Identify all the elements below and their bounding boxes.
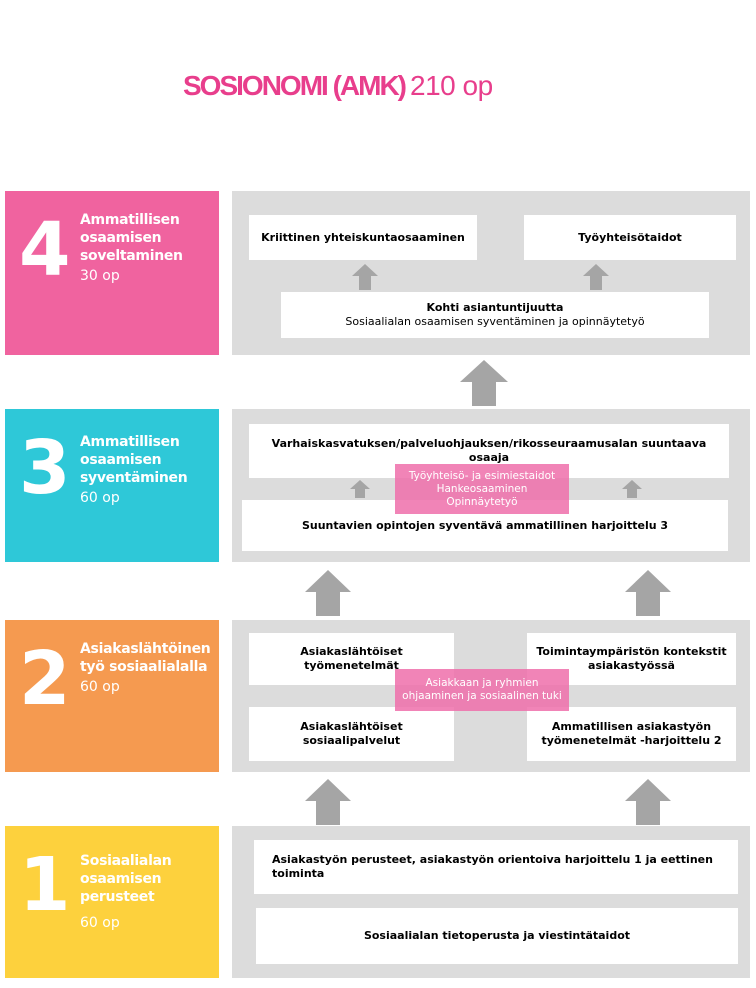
arrow-up-icon xyxy=(305,779,351,825)
level-4-card-critical: Kriittinen yhteiskuntaosaaminen xyxy=(249,215,477,260)
level-4-box: 4 Ammatillisen osaamisen soveltaminen 30… xyxy=(5,191,219,355)
level-1-card-basics: Asiakastyön perusteet, asiakastyön orien… xyxy=(254,840,738,894)
level-2-box: 2 Asiakaslähtöinen työ sosiaalialalla 60… xyxy=(5,620,219,772)
level-3-panel: Varhaiskasvatuksen/palveluohjauksen/riko… xyxy=(232,409,750,562)
level-4-title: Ammatillisen osaamisen soveltaminen xyxy=(80,212,183,264)
arrow-up-icon xyxy=(625,779,671,825)
level-2-panel: Asiakaslähtöiset työmenetelmät Toimintay… xyxy=(232,620,750,772)
level-3-credits: 60 op xyxy=(80,490,120,506)
level-4-card-workplace: Työyhteisötaidot xyxy=(524,215,736,260)
level-4-number: 4 xyxy=(19,207,71,293)
level-1-card-knowledge: Sosiaalialan tietoperusta ja viestintäta… xyxy=(256,908,738,964)
arrow-up-icon xyxy=(352,264,378,290)
level-1-box: 1 Sosiaalialan osaamisen perusteet 60 op xyxy=(5,826,219,978)
arrow-up-icon xyxy=(305,570,351,616)
level-3-overlay: Työyhteisö- ja esimiestaidot Hankeosaami… xyxy=(395,464,569,514)
level-2-overlay: Asiakkaan ja ryhmien ohjaaminen ja sosia… xyxy=(395,669,569,711)
page-title: SOSIONOMI (AMK) 210 op xyxy=(183,70,493,110)
level-1-number: 1 xyxy=(19,842,71,928)
title-main: SOSIONOMI (AMK) xyxy=(183,70,407,101)
level-4-credits: 30 op xyxy=(80,268,120,284)
arrow-up-icon xyxy=(625,570,671,616)
title-credits: 210 op xyxy=(410,70,493,101)
level-3-title: Ammatillisen osaamisen syventäminen xyxy=(80,434,188,486)
level-2-title: Asiakaslähtöinen työ sosiaalialalla xyxy=(80,641,211,675)
level-2-card-practice: Ammatillisen asiakastyön työmenetelmät -… xyxy=(527,707,736,761)
level-2-credits: 60 op xyxy=(80,679,120,695)
level-3-card-practice: Suuntavien opintojen syventävä ammatilli… xyxy=(242,500,728,551)
level-4-panel: Kriittinen yhteiskuntaosaaminen Työyhtei… xyxy=(232,191,750,355)
level-1-title: Sosiaalialan osaamisen perusteet xyxy=(80,853,172,905)
level-3-number: 3 xyxy=(19,425,71,511)
arrow-up-icon xyxy=(460,360,508,406)
level-1-credits: 60 op xyxy=(80,915,120,931)
level-2-number: 2 xyxy=(19,636,71,722)
level-1-panel: Asiakastyön perusteet, asiakastyön orien… xyxy=(232,826,750,978)
arrow-up-icon xyxy=(350,480,370,498)
level-4-card-expertise: Kohti asiantuntijuutta Sosiaalialan osaa… xyxy=(281,292,709,338)
arrow-up-icon xyxy=(622,480,642,498)
arrow-up-icon xyxy=(583,264,609,290)
level-2-card-services: Asiakaslähtöiset sosiaalipalvelut xyxy=(249,707,454,761)
level-3-box: 3 Ammatillisen osaamisen syventäminen 60… xyxy=(5,409,219,562)
